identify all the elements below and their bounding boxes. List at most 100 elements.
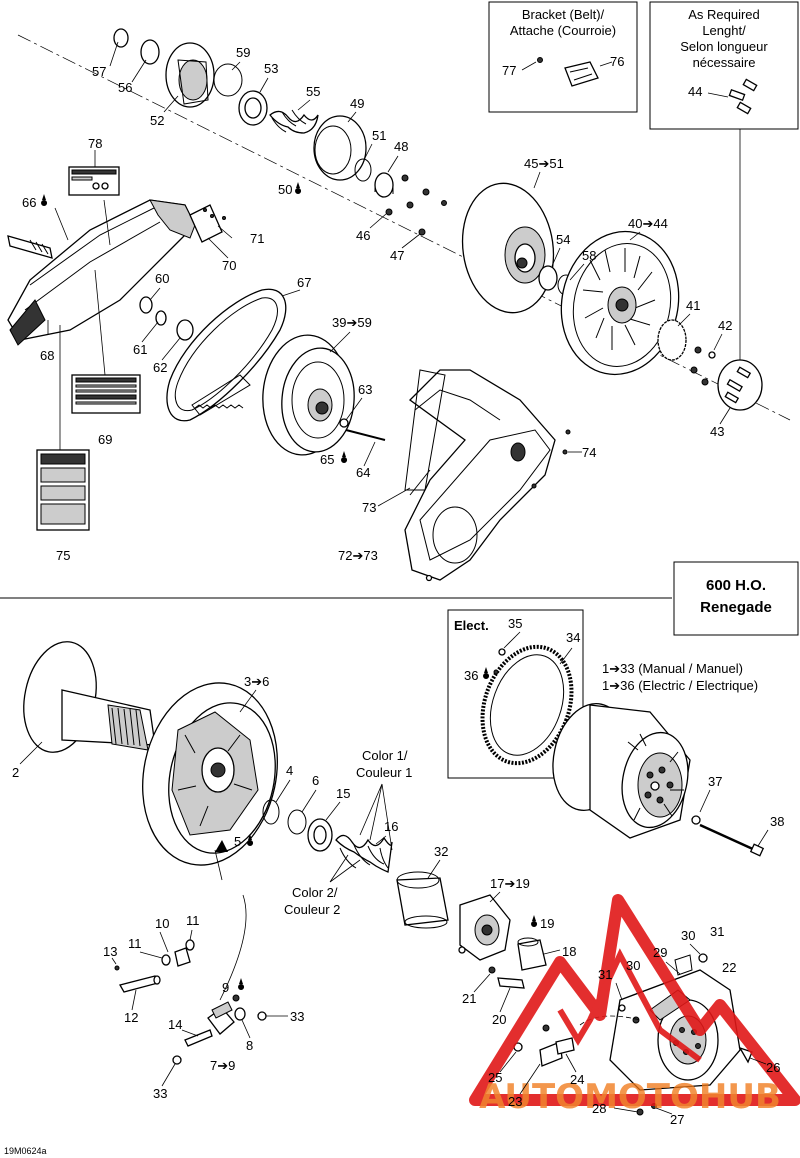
label-57: 57 [92, 64, 106, 79]
belt-guard-group [7, 150, 226, 531]
label-9: 9 [222, 980, 229, 995]
label-4: 4 [286, 763, 293, 778]
label-51: 51 [372, 128, 386, 143]
diagonal-axis-line [17, 34, 791, 421]
label-39-59: 39➔59 [332, 315, 372, 330]
label-60: 60 [155, 271, 169, 286]
as-required-line1: As Required [688, 7, 760, 22]
sheave-part-45-51 [461, 182, 555, 314]
label-46: 46 [356, 228, 370, 243]
callout-labels: 57 56 52 59 53 55 49 51 48 50 46 47 45➔5… [12, 45, 784, 1127]
label-41: 41 [686, 298, 700, 313]
label-2: 2 [12, 765, 19, 780]
color2-line2: Couleur 2 [284, 902, 340, 917]
label-67: 67 [297, 275, 311, 290]
cup-part-49 [313, 115, 367, 181]
bracket-title-line1: Bracket (Belt)/ [522, 7, 605, 22]
label-18: 18 [562, 944, 576, 959]
model-line2: Renegade [700, 599, 772, 616]
notes: Color 1/ Couleur 1 Color 2/ Couleur 2 1➔… [284, 661, 758, 917]
label-77: 77 [502, 63, 516, 78]
as-required-box: As Required Lenght/ Selon longueur néces… [649, 1, 799, 360]
label-40-44: 40➔44 [628, 216, 668, 231]
label-33b: 33 [153, 1086, 167, 1101]
fixed-sheave-part-2 [23, 641, 156, 753]
as-required-line2: Lenght/ [702, 23, 746, 38]
label-5: 5 [234, 834, 241, 849]
label-13: 13 [103, 944, 117, 959]
bushing-part-18 [517, 937, 547, 971]
label-24: 24 [570, 1072, 584, 1087]
label-62: 62 [153, 360, 167, 375]
spring-part-16 [335, 834, 393, 873]
label-38: 38 [770, 814, 784, 829]
label-75: 75 [56, 548, 70, 563]
bracket-title-line2: Attache (Courroie) [510, 23, 616, 38]
label-78: 78 [88, 136, 102, 151]
color1-line1: Color 1/ [362, 748, 408, 763]
range-electric: 1➔36 (Electric / Electrique) [602, 678, 758, 693]
label-76: 76 [610, 54, 624, 69]
label-30a: 30 [681, 928, 695, 943]
as-required-line4: nécessaire [693, 55, 756, 70]
label-73: 73 [362, 500, 376, 515]
label-43: 43 [710, 424, 724, 439]
roller-part-7-9 [184, 1001, 246, 1047]
model-box: 600 H.O. Renegade [673, 561, 799, 636]
label-19: 19 [540, 916, 554, 931]
label-7-9: 7➔9 [210, 1058, 235, 1073]
governor-cup-17-19 [458, 894, 511, 961]
label-31b: 31 [598, 967, 612, 982]
label-66: 66 [22, 195, 36, 210]
cover-cap-part [165, 42, 215, 108]
label-11b: 11 [186, 913, 200, 928]
label-23: 23 [508, 1094, 522, 1109]
washer-bolt-37-38 [691, 815, 765, 857]
label-42: 42 [718, 318, 732, 333]
label-32: 32 [434, 844, 448, 859]
upper-drive-pulley-group [113, 28, 763, 411]
label-31a: 31 [710, 924, 724, 939]
sliding-sheave-part-3-6 [142, 682, 278, 866]
model-line1: 600 H.O. [706, 577, 766, 594]
label-8: 8 [246, 1038, 253, 1053]
ring-gear-part [480, 644, 574, 766]
label-35: 35 [508, 616, 522, 631]
label-49: 49 [350, 96, 364, 111]
label-65: 65 [320, 452, 334, 467]
label-55: 55 [306, 84, 320, 99]
driven-pulley-assembly [262, 334, 386, 456]
label-27: 27 [670, 1112, 684, 1127]
label-20: 20 [492, 1012, 506, 1027]
label-48: 48 [394, 139, 408, 154]
decal-69 [71, 374, 141, 414]
color2-line1: Color 2/ [292, 885, 338, 900]
label-63: 63 [358, 382, 372, 397]
label-61: 61 [133, 342, 147, 357]
label-30b: 30 [626, 958, 640, 973]
drive-pulley-assembly-1-36 [552, 703, 691, 839]
label-71: 71 [250, 231, 264, 246]
label-34: 34 [566, 630, 580, 645]
label-11a: 11 [128, 936, 142, 951]
spider-part-40-44 [560, 230, 680, 376]
label-50: 50 [278, 182, 292, 197]
label-53: 53 [264, 61, 278, 76]
label-59: 59 [236, 45, 250, 60]
label-26: 26 [766, 1060, 780, 1075]
label-68: 68 [40, 348, 54, 363]
label-12: 12 [124, 1010, 138, 1025]
label-47: 47 [390, 248, 404, 263]
label-56: 56 [118, 80, 132, 95]
label-3-6: 3➔6 [244, 674, 269, 689]
label-36: 36 [464, 668, 478, 683]
label-22: 22 [722, 960, 736, 975]
decal-78 [68, 166, 120, 196]
color1-line2: Couleur 1 [356, 765, 412, 780]
label-17-19: 17➔19 [490, 876, 530, 891]
diagram-code: 19M0624a [4, 1146, 47, 1156]
label-58: 58 [582, 248, 596, 263]
bearing-part [238, 90, 268, 126]
label-52: 52 [150, 113, 164, 128]
